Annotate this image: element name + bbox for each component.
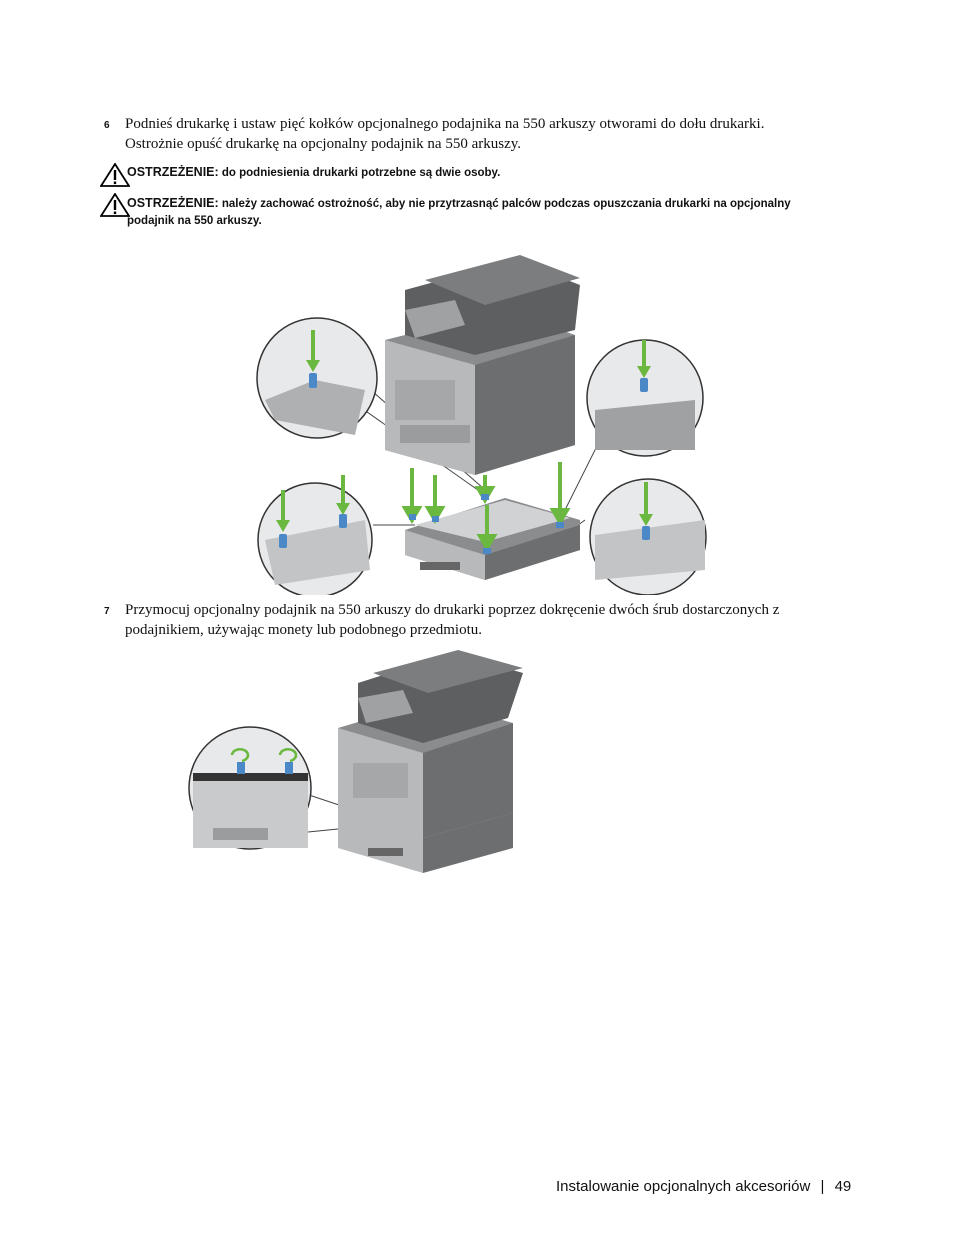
optional-tray	[405, 498, 580, 580]
footer-section-title: Instalowanie opcjonalnych akcesoriów	[556, 1178, 811, 1195]
warning-triangle-icon	[100, 193, 130, 217]
rotate-arrow-icon	[230, 747, 298, 763]
page-number: 49	[834, 1178, 852, 1195]
step-number: 7	[104, 606, 110, 617]
figure-printer-on-tray	[256, 255, 707, 595]
warning-1: OSTRZEŻENIE: do podniesienia drukarki po…	[127, 164, 847, 182]
step-number: 6	[104, 120, 110, 131]
callout-top-right	[586, 339, 704, 457]
page-footer: Instalowanie opcjonalnych akcesoriów | 4…	[556, 1178, 851, 1195]
callout-top-left	[256, 317, 378, 439]
screw-icon	[237, 762, 293, 774]
step-6-line-2: Ostrożnie opuść drukarkę na opcjonalny p…	[125, 136, 521, 152]
callout-bottom-left	[257, 475, 373, 595]
step-6-line-1: Podnieś drukarkę i ustaw pięć kołków opc…	[125, 116, 765, 132]
step-7-text: Przymocuj opcjonalny podajnik na 550 ark…	[125, 600, 885, 640]
callout-screws	[188, 726, 312, 850]
warning-2-line-1: należy zachować ostrożność, aby nie przy…	[221, 198, 791, 210]
warning-2: OSTRZEŻENIE: należy zachować ostrożność,…	[127, 195, 847, 230]
step-7-line-1: Przymocuj opcjonalny podajnik na 550 ark…	[125, 602, 780, 618]
warning-label: OSTRZEŻENIE:	[127, 196, 219, 210]
step-6-text: Podnieś drukarkę i ustaw pięć kołków opc…	[125, 114, 865, 154]
warning-triangle-icon	[100, 163, 130, 187]
blue-peg-icon	[409, 494, 564, 554]
printer-body	[385, 255, 580, 475]
warning-1-text: do podniesienia drukarki potrzebne są dw…	[221, 167, 501, 179]
callout-bottom-right	[589, 478, 707, 595]
step-7-line-2: podajnikiem, używając monety lub podobne…	[125, 622, 482, 638]
figure-screw-tightening	[188, 650, 523, 873]
warning-label: OSTRZEŻENIE:	[127, 165, 219, 179]
printer-body	[338, 650, 523, 873]
footer-separator: |	[820, 1178, 825, 1195]
warning-2-line-2: podajnik na 550 arkuszy.	[127, 215, 262, 227]
